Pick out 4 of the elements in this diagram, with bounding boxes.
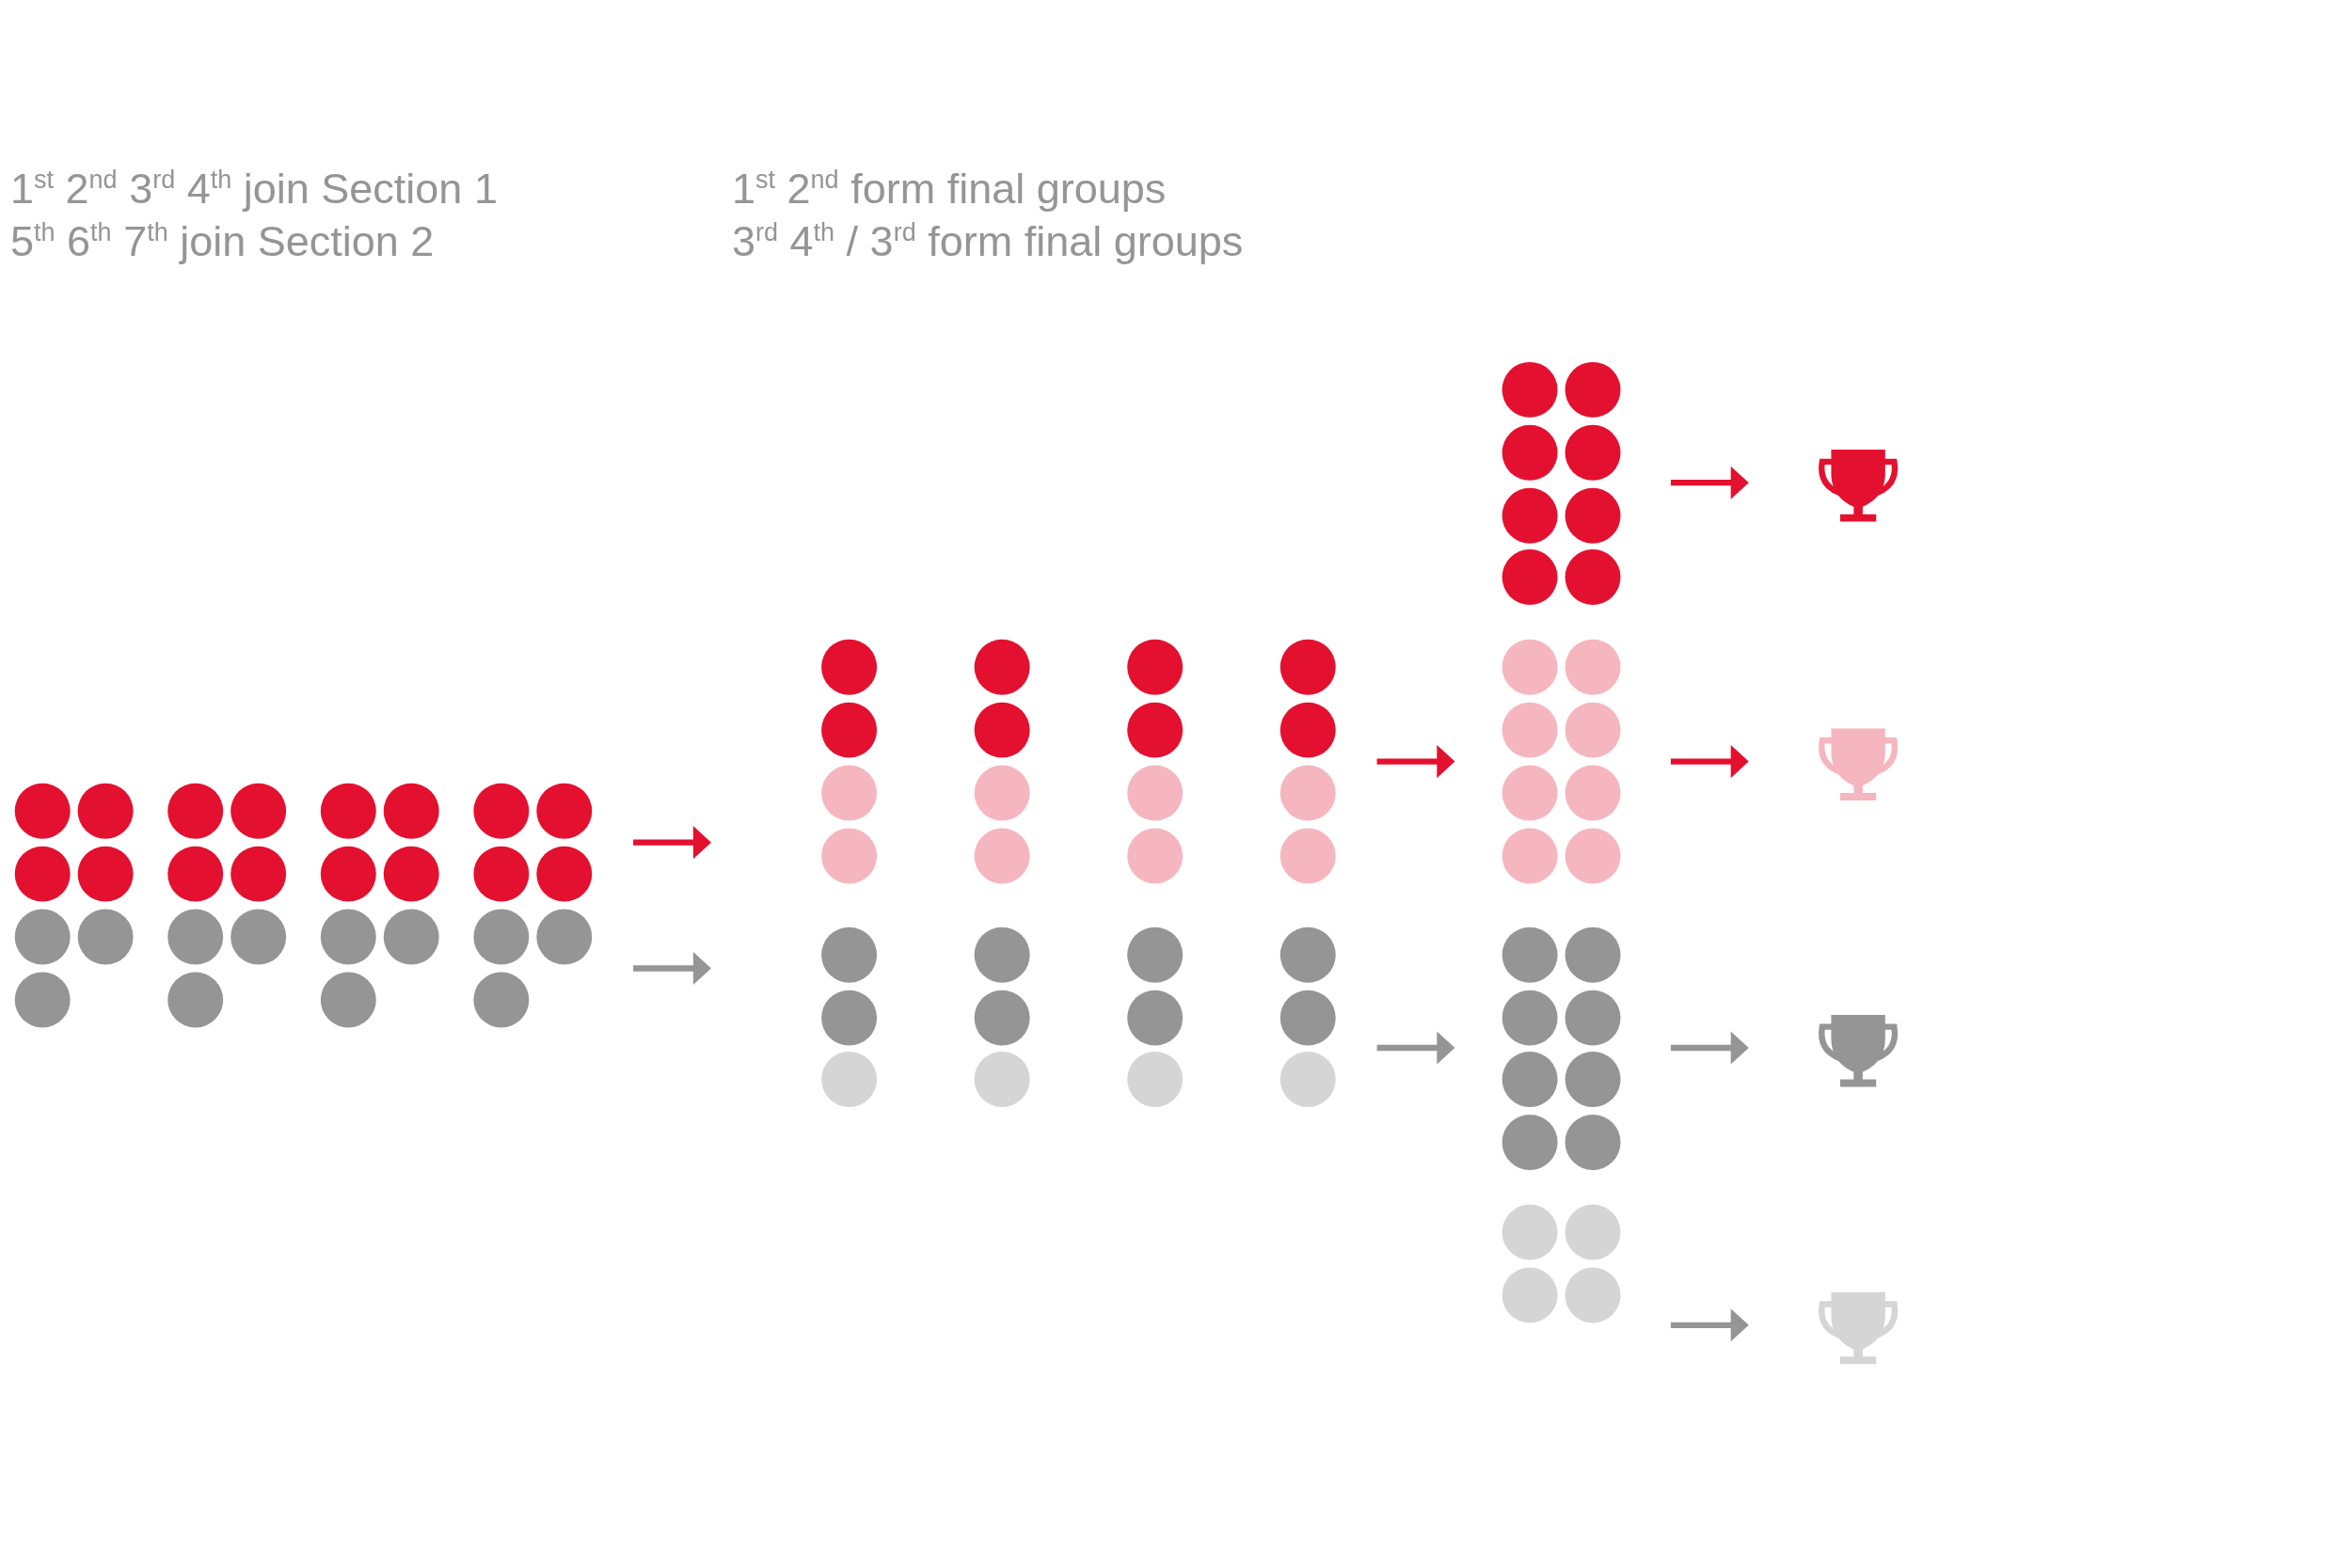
heading-text: 1$^{st}$ 2$^{nd}$ 3$^{rd}$ 4$^{th}$ join Section 1 xyxy=(10,167,498,210)
heading-text: 3$^{rd}$ 4$^{th}$ / 3$^{rd}$ form final groups xyxy=(732,220,1244,262)
heading-text: 5$^{th}$ 6$^{th}$ 7$^{th}$ join Section 2 xyxy=(10,220,435,262)
heading-text: 1$^{st}$ 2$^{nd}$ form final groups xyxy=(732,167,1167,210)
